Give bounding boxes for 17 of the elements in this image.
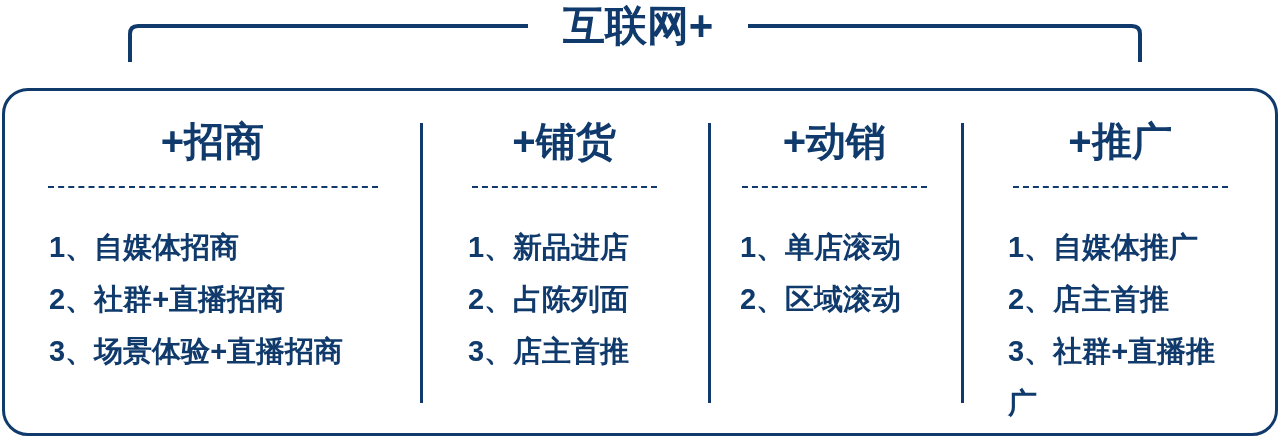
list-item: 2、店主首推 — [1008, 282, 1171, 317]
column-heading: +招商 — [159, 118, 266, 165]
list-item: 1、自媒体推广 — [1008, 230, 1200, 265]
column-heading: +铺货 — [511, 118, 617, 165]
list-item: 1、自媒体招商 — [49, 230, 241, 265]
list-item: 2、社群+直播招商 — [49, 282, 287, 317]
list-item: 3、场景体验+直播招商 — [49, 334, 345, 369]
outline-box — [2, 88, 1278, 436]
list-item: 3、社群+直播推广 — [1008, 334, 1217, 421]
list-item: 1、单店滚动 — [740, 230, 903, 265]
list-item: 2、占陈列面 — [468, 282, 631, 317]
column-heading: +动销 — [781, 118, 888, 165]
list-item: 3、店主首推 — [468, 334, 631, 369]
list-item: 2、区域滚动 — [740, 282, 903, 317]
list-item: 1、新品进店 — [468, 230, 631, 265]
column-heading: +推广 — [1067, 118, 1173, 165]
title: 互联网+ — [561, 1, 715, 51]
